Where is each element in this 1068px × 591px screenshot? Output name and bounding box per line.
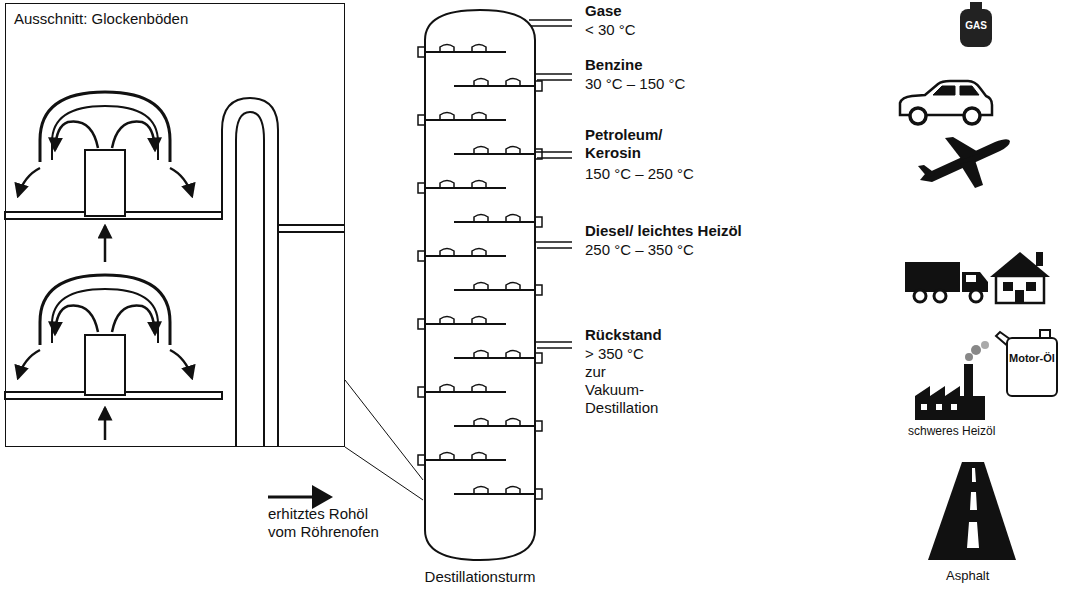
tray: [425, 323, 506, 325]
tray: [454, 357, 535, 359]
tower-node: Destillationsturm: [415, 5, 545, 589]
temperature-range: 150 °C – 250 °C: [585, 165, 694, 183]
tray: [425, 51, 506, 53]
product-name: Asphalt: [946, 568, 989, 584]
bubble-cap: [440, 317, 454, 325]
bubble-cap: [474, 487, 488, 495]
tray: [425, 459, 506, 461]
temperature-range: 30 °C – 150 °C: [585, 75, 685, 93]
product-name: schweres Heizöl: [908, 424, 995, 438]
bubble-cap: [440, 385, 454, 393]
bubble-cap: [472, 453, 486, 461]
bubble-cap: [474, 147, 488, 155]
nozzle: [418, 251, 425, 261]
bubble-cap: [506, 419, 520, 427]
temperature-range: 250 °C – 350 °C: [585, 241, 694, 259]
oil-can-icon: [996, 330, 1057, 396]
feed-label: erhitztes Rohöl vom Röhrenofen: [268, 505, 393, 541]
nozzle: [418, 115, 425, 125]
house-icon: [990, 252, 1050, 303]
fraction-name: Rückstand: [585, 326, 662, 344]
outlet-pipe: [535, 151, 572, 153]
nozzle: [418, 47, 425, 57]
outlet-pipe: [531, 25, 572, 27]
nozzle: [418, 387, 425, 397]
bubble-cap: [472, 249, 486, 257]
bubble-cap: [440, 45, 454, 53]
tray: [454, 153, 535, 155]
bubble-cap: [472, 317, 486, 325]
nozzle: [418, 319, 425, 329]
outlet-pipe: [535, 341, 572, 343]
outlet-pipe: [535, 241, 572, 243]
airplane-icon: [918, 137, 1010, 188]
tray: [425, 391, 506, 393]
tray: [454, 493, 535, 495]
bubble-cap: [506, 215, 520, 223]
nozzle: [418, 183, 425, 193]
inset-title: Ausschnitt: Glockenböden: [14, 10, 188, 28]
bubble-cap: [472, 181, 486, 189]
bubble-cap: [474, 215, 488, 223]
bubble-cap: [506, 79, 520, 87]
outlet-pipe: [537, 79, 572, 81]
bubble-cap: [474, 351, 488, 359]
factory-icon: [915, 341, 989, 420]
tray: [425, 119, 506, 121]
fraction-name: Benzine: [585, 56, 643, 74]
outlet-pipe: [529, 19, 572, 21]
truck-icon: [905, 262, 988, 302]
tray: [425, 187, 506, 189]
nozzle: [535, 81, 542, 91]
fraction-name: Petroleum/ Kerosin: [585, 126, 685, 162]
gas-cylinder-icon: [960, 2, 992, 47]
bubble-cap: [506, 351, 520, 359]
feed-arrow: [268, 496, 330, 499]
bubble-cap: [506, 147, 520, 155]
outlet-pipe: [537, 247, 572, 249]
inset-box: Ausschnitt: Glockenböden: [5, 3, 345, 447]
tray: [454, 85, 535, 87]
temperature-range: < 30 °C: [585, 21, 636, 39]
bubble-cap-trays: [5, 92, 345, 447]
bubble-cap: [506, 487, 520, 495]
nozzle: [535, 285, 542, 295]
bubble-cap: [472, 385, 486, 393]
temperature-range: > 350 °C zur Vakuum-Destillation: [585, 345, 667, 417]
nozzle: [535, 421, 542, 431]
tower-caption: Destillationsturm: [415, 568, 545, 586]
car-icon: [900, 81, 992, 124]
bubble-cap: [474, 283, 488, 291]
icon-text: Motor-Öl: [1009, 352, 1055, 365]
bubble-cap: [472, 113, 486, 121]
bubble-cap: [474, 419, 488, 427]
bubble-cap: [440, 453, 454, 461]
nozzle: [535, 489, 542, 499]
tray: [425, 255, 506, 257]
fraction-name: Diesel/ leichtes Heizöl: [585, 222, 742, 240]
zoom-lines: [345, 380, 423, 500]
tray: [454, 221, 535, 223]
nozzle: [418, 455, 425, 465]
distillation-tower: [418, 10, 572, 560]
fraction-name: Gase: [585, 2, 622, 20]
bubble-cap: [440, 113, 454, 121]
tray: [454, 425, 535, 427]
icon-text: GAS: [960, 20, 992, 32]
bubble-cap: [440, 181, 454, 189]
tray: [454, 289, 535, 291]
nozzle: [535, 353, 542, 363]
bubble-cap: [440, 249, 454, 257]
outlet-pipe: [537, 157, 572, 159]
outlet-pipe: [537, 347, 572, 349]
outlet-pipe: [535, 73, 572, 75]
bubble-cap: [472, 45, 486, 53]
nozzle: [535, 217, 542, 227]
bubble-cap: [474, 79, 488, 87]
bubble-cap: [506, 283, 520, 291]
road-icon: [928, 462, 1016, 560]
